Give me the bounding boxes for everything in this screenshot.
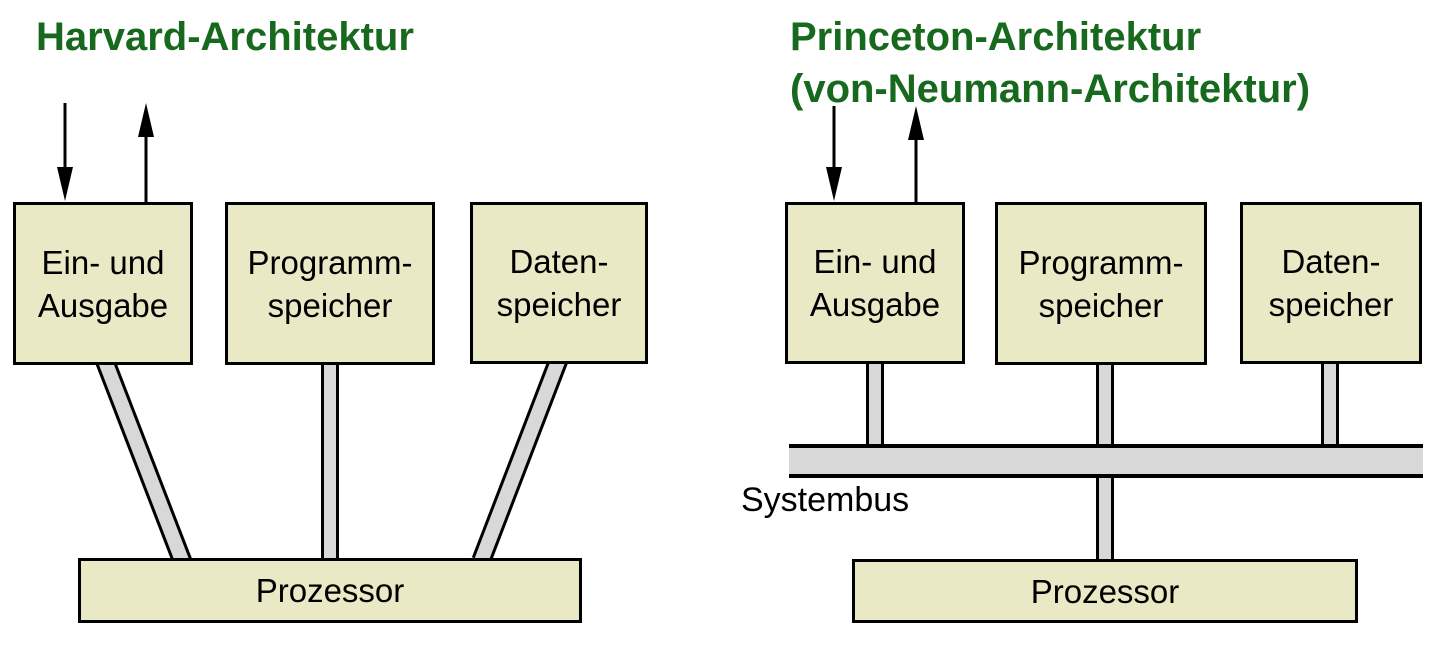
output-up-arrow-icon: [138, 103, 154, 204]
harvard-data-processor-connector: [471, 355, 569, 565]
princeton-io-label: Ein- und Ausgabe: [809, 243, 941, 323]
princeton-program-memory-label: Programm- speicher: [1018, 243, 1184, 324]
princeton-io-box: Ein- und Ausgabe: [785, 202, 965, 364]
harvard-data-memory-box: Daten- speicher: [470, 202, 648, 364]
princeton-title: Princeton-Architektur (von-Neumann-Archi…: [790, 11, 1310, 115]
princeton-data-bus-connector: [1321, 363, 1339, 448]
input-down-arrow-icon: [57, 103, 73, 201]
princeton-program-bus-connector: [1096, 363, 1114, 448]
output-up-arrow-icon: [908, 106, 924, 204]
harvard-program-memory-label: Programm- speicher: [247, 243, 413, 324]
harvard-program-processor-connector: [321, 360, 339, 562]
harvard-data-memory-label: Daten- speicher: [496, 243, 622, 323]
princeton-data-memory-box: Daten- speicher: [1240, 202, 1422, 364]
princeton-data-memory-label: Daten- speicher: [1268, 243, 1394, 323]
princeton-processor-bus-connector: [1096, 474, 1114, 564]
princeton-io-bus-connector: [866, 363, 884, 448]
princeton-title-line2: (von-Neumann-Architektur): [790, 67, 1311, 111]
harvard-io-label: Ein- und Ausgabe: [37, 243, 169, 324]
princeton-program-memory-box: Programm- speicher: [995, 202, 1207, 365]
princeton-processor-box: Prozessor: [852, 559, 1358, 623]
harvard-processor-box: Prozessor: [78, 558, 582, 623]
harvard-program-memory-box: Programm- speicher: [225, 202, 435, 365]
harvard-io-box: Ein- und Ausgabe: [13, 202, 193, 365]
system-bus: [789, 444, 1423, 478]
harvard-io-processor-connector: [95, 357, 193, 567]
harvard-processor-label: Prozessor: [255, 572, 405, 609]
system-bus-label: Systembus: [741, 481, 910, 519]
input-down-arrow-icon: [826, 106, 842, 201]
princeton-title-line1: Princeton-Architektur: [790, 15, 1202, 59]
harvard-title: Harvard-Architektur: [36, 15, 414, 59]
princeton-processor-label: Prozessor: [1030, 572, 1180, 610]
